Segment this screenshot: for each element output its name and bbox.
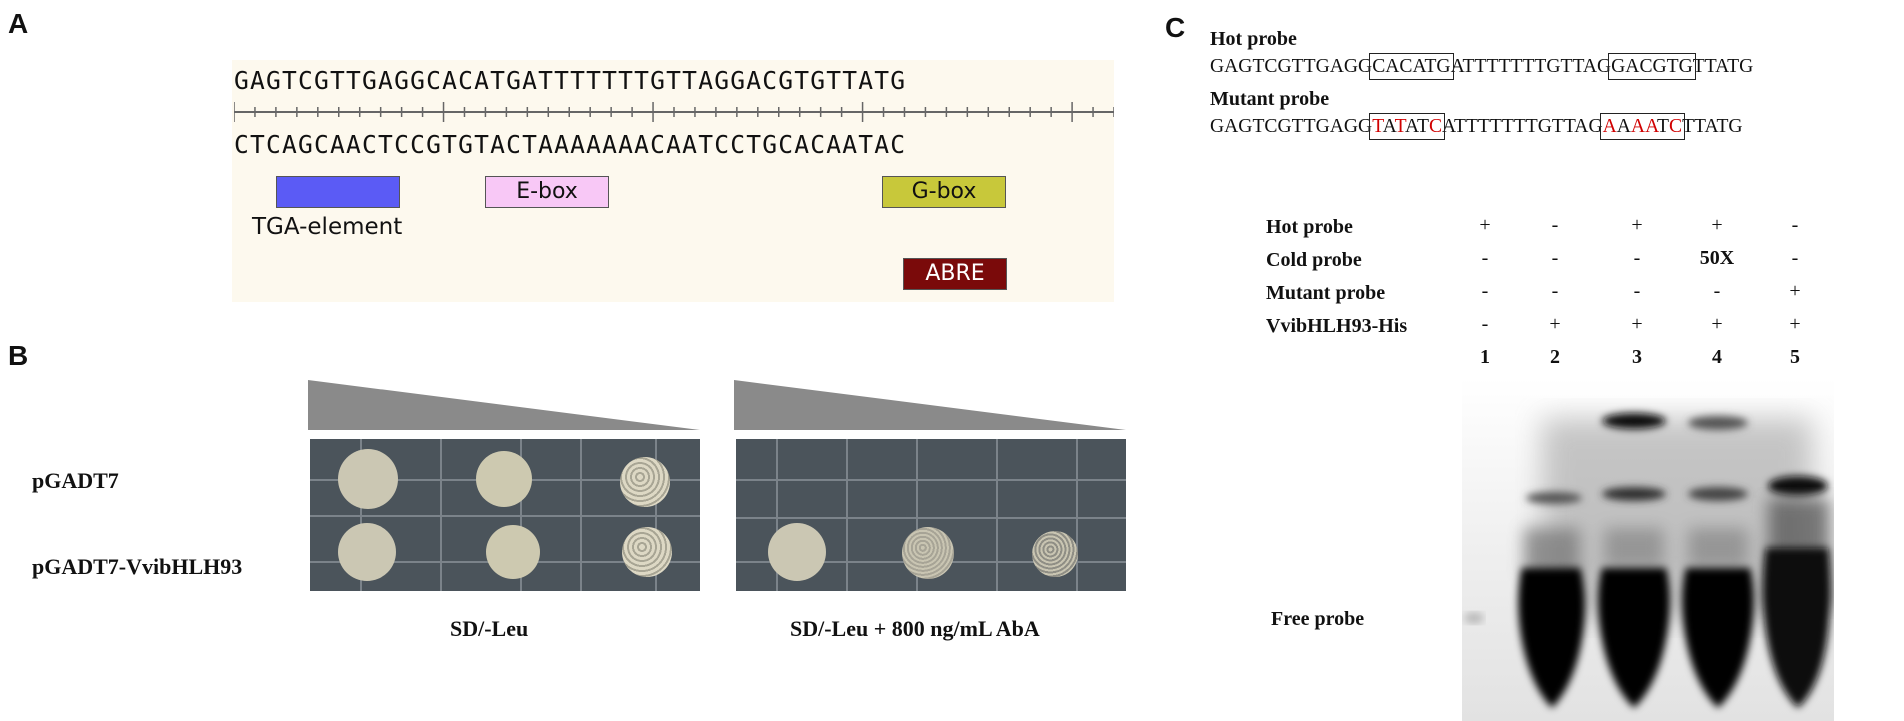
bottom-strand: CTCAGCAACTCCGTGTACTAAAAAAACAATCCTGCACAAT…: [234, 130, 907, 159]
condition-label-sd-leu-aba: SD/-Leu + 800 ng/mL AbA: [790, 616, 1040, 641]
mutant-seq-post: TTATG: [1682, 116, 1743, 137]
hot-seq-box1: CACATG: [1369, 53, 1454, 80]
colony: [622, 527, 672, 577]
table-cell: -: [1633, 280, 1641, 302]
table-cell: +: [1711, 214, 1723, 236]
table-cell: -: [1633, 247, 1641, 269]
table-cell: +: [1711, 313, 1723, 335]
table-cell: -: [1791, 247, 1799, 269]
plate-sd-leu-aba: [736, 439, 1126, 591]
hot-seq-post: TTATG: [1692, 56, 1754, 77]
hot-seq-pre: GAGTCGTTGAGG: [1210, 56, 1373, 77]
colony: [902, 527, 954, 579]
panel-b-label: B: [8, 340, 29, 371]
lane-number: 3: [1632, 346, 1642, 368]
top-strand: GAGTCGTTGAGGCACATGATTTTTTTGTTAGGACGTGTTA…: [234, 66, 907, 95]
colony: [476, 451, 532, 507]
g-box-element: G-box: [882, 176, 1006, 208]
mutant-base: T: [1657, 116, 1670, 137]
tga-element-label: TGA-element: [252, 214, 403, 240]
mutant-base: A: [1602, 116, 1617, 137]
hot-probe-heading: Hot probe: [1210, 28, 1297, 50]
table-row-label-hot-probe: Hot probe: [1266, 216, 1353, 238]
mutant-seq-box1: TATATC: [1369, 113, 1446, 140]
colony: [620, 457, 670, 507]
dilution-wedge-left: [308, 380, 700, 430]
table-cell: -: [1713, 280, 1721, 302]
mutant-base: A: [1404, 116, 1417, 137]
free-probe-label: Free probe: [1271, 608, 1365, 630]
tga-element-box: [276, 176, 400, 208]
table-cell: +: [1631, 214, 1643, 236]
e-box-element: E-box: [485, 176, 609, 208]
colony: [338, 449, 398, 509]
mutant-base: A: [1382, 116, 1395, 137]
hot-seq-box2: GACGTG: [1608, 53, 1696, 80]
mutant-base: A: [1616, 116, 1631, 137]
mutant-base: T: [1394, 116, 1405, 137]
lane-number: 1: [1480, 346, 1490, 368]
table-cell: +: [1549, 313, 1561, 335]
lane-number: 4: [1712, 346, 1722, 368]
table-cell: -: [1551, 214, 1559, 236]
mutant-base: A: [1645, 116, 1658, 137]
colony: [1032, 531, 1078, 577]
mutant-probe-heading: Mutant probe: [1210, 88, 1330, 110]
table-cell: +: [1631, 313, 1643, 335]
colony: [338, 523, 396, 581]
mutant-base: C: [1428, 116, 1443, 137]
mutant-base: T: [1372, 116, 1383, 137]
dilution-wedge-right: [734, 380, 1126, 430]
table-cell: +: [1479, 214, 1491, 236]
strand-ruler: [234, 102, 1114, 122]
table-cell: -: [1551, 280, 1559, 302]
row-label-pgadt7: pGADT7: [32, 468, 119, 493]
mutant-probe-sequence: GAGTCGTTGAGGTATATCATTTTTTTGTTAGAAAATCTTA…: [1210, 113, 1743, 140]
panel-a-label: A: [8, 8, 29, 39]
table-cell: +: [1789, 280, 1801, 302]
table-cell: -: [1481, 313, 1489, 335]
table-cell: -: [1481, 247, 1489, 269]
row-label-pgadt7-vvibhlh93: pGADT7-VvibHLH93: [32, 554, 243, 579]
plate-sd-leu: [310, 439, 700, 591]
hot-probe-sequence: GAGTCGTTGAGGCACATGATTTTTTTGTTAGGACGTGTTA…: [1210, 53, 1754, 80]
table-row-label-vvibhlh93-his: VvibHLH93-His: [1266, 315, 1408, 337]
table-cell: -: [1551, 247, 1559, 269]
lane-number: 2: [1550, 346, 1560, 368]
mutant-seq-box2: AAAATC: [1599, 113, 1686, 140]
hot-seq-mid: ATTTTTTTGTTAG: [1450, 56, 1612, 77]
lane-number: 5: [1790, 346, 1800, 368]
table-cell: -: [1481, 280, 1489, 302]
colony: [768, 523, 826, 581]
condition-label-sd-leu: SD/-Leu: [450, 616, 529, 641]
colony: [486, 525, 540, 579]
mutant-seq-pre: GAGTCGTTGAGG: [1210, 116, 1373, 137]
mutant-base: C: [1669, 116, 1683, 137]
table-row-label-mutant-probe: Mutant probe: [1266, 282, 1386, 304]
table-cell: +: [1789, 313, 1801, 335]
emsa-gel-image: [1462, 378, 1834, 721]
abre-element: ABRE: [903, 258, 1007, 290]
table-cell: -: [1791, 214, 1799, 236]
table-cell: 50X: [1699, 247, 1735, 269]
mutant-seq-mid: ATTTTTTTGTTAG: [1442, 116, 1603, 137]
table-row-label-cold-probe: Cold probe: [1266, 249, 1362, 271]
panel-c-label: C: [1165, 12, 1186, 43]
mutant-base: T: [1416, 116, 1429, 137]
mutant-base: A: [1630, 116, 1646, 137]
